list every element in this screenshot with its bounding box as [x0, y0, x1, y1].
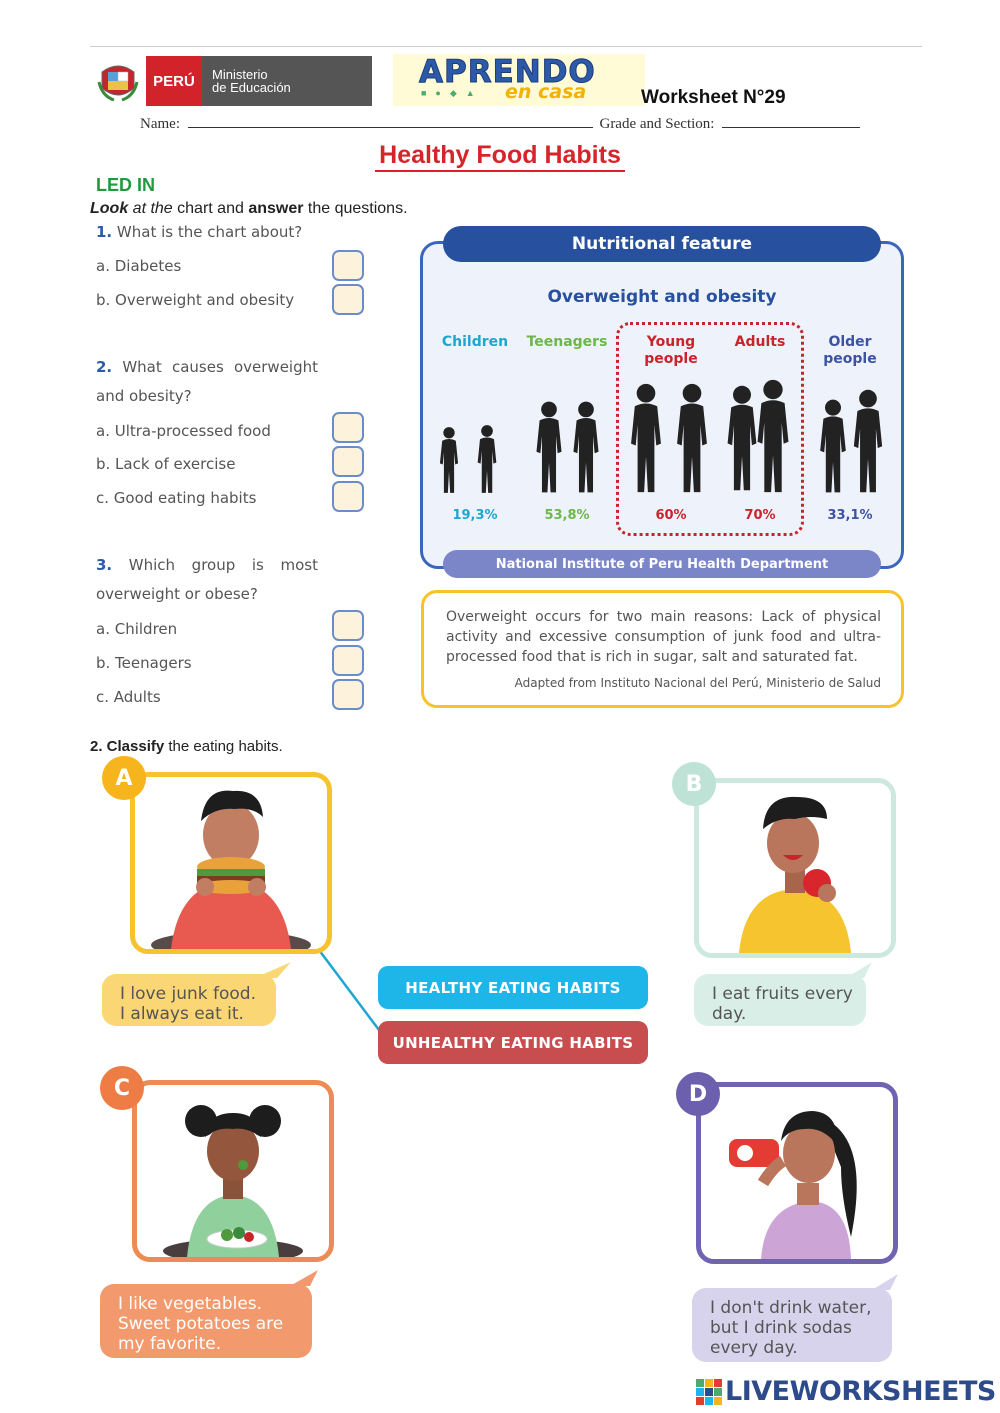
question-3: 3. Which group is most overweight or obe… [96, 556, 318, 603]
teen-silhouette-2 [573, 401, 599, 493]
value-teenagers: 53,8% [544, 508, 590, 523]
aprendo-word: APRENDO [419, 54, 596, 91]
ministry-line2: de Educación [212, 80, 291, 95]
q1-option-a-checkbox[interactable] [332, 250, 364, 281]
group-label-children: Children [441, 334, 509, 350]
aprendo-en-casa-logo: APRENDO ■●◆▲ en casa [393, 54, 645, 106]
grade-field[interactable] [722, 116, 861, 128]
girl-drinking-soda-icon [729, 1111, 857, 1259]
bubble-tail-a [255, 962, 291, 978]
liveworksheets-icon [696, 1378, 722, 1405]
q2-option-c: c. Good eating habits [96, 489, 257, 507]
teen-silhouette-1 [536, 401, 562, 493]
chart-subtitle: Overweight and obesity [547, 287, 777, 307]
ministry-line1: Ministerio [212, 67, 268, 82]
section-heading-led-in: LED IN [96, 175, 156, 195]
liveworksheets-logo: LIVEWORKSHEETS [696, 1376, 996, 1407]
young-silhouette-1 [631, 383, 661, 493]
q3-option-c: c. Adults [96, 688, 161, 706]
older-silhouette-1 [820, 399, 846, 493]
peru-label: PERÚ [146, 56, 202, 106]
grade-label: Grade and Section: [599, 116, 715, 132]
q2-option-c-checkbox[interactable] [332, 481, 364, 512]
child-silhouette-1 [439, 427, 459, 493]
name-label: Name: [140, 116, 180, 132]
liveworksheets-wordmark: LIVEWORKSHEETS [725, 1376, 996, 1407]
value-young-people: 60% [655, 508, 687, 523]
note-text: Overweight occurs for two main reasons: … [446, 609, 881, 665]
q2-option-b-checkbox[interactable] [332, 446, 364, 477]
boy-eating-burger-icon [151, 790, 311, 949]
note-source: Adapted from Instituto Nacional del Perú… [514, 676, 881, 690]
value-children: 19,3% [452, 508, 498, 523]
badge-d: D [676, 1072, 720, 1116]
adult-silhouette-1 [727, 385, 757, 491]
speech-bubble-a: I love junk food.I always eat it. [102, 974, 276, 1026]
q3-option-b-checkbox[interactable] [332, 645, 364, 676]
card-b-illustration [694, 778, 896, 958]
value-older-people: 33,1% [827, 508, 873, 523]
top-divider [90, 46, 922, 47]
instructions: Look at the chart and answer the questio… [90, 200, 408, 217]
card-a-illustration [130, 772, 332, 954]
badge-b: B [672, 762, 716, 806]
q3-option-a-checkbox[interactable] [332, 610, 364, 641]
q3-option-c-checkbox[interactable] [332, 679, 364, 710]
girl-eating-vegetables-icon [163, 1105, 303, 1257]
adult-silhouette-2 [757, 379, 789, 493]
card-c-illustration [132, 1080, 334, 1262]
bubble-tail-d [872, 1274, 898, 1290]
name-field[interactable] [187, 116, 593, 128]
logo-dots: ■●◆▲ [421, 88, 484, 98]
unhealthy-eating-habits-tag[interactable]: UNHEALTHY EATING HABITS [378, 1021, 648, 1064]
healthy-eating-habits-tag[interactable]: HEALTHY EATING HABITS [378, 966, 648, 1009]
page-title: Healthy Food Habits [0, 141, 1000, 172]
badge-a: A [102, 756, 146, 800]
peru-crest-icon [97, 65, 139, 102]
chart-note-box: Overweight occurs for two main reasons: … [421, 590, 904, 708]
q1-option-a: a. Diabetes [96, 257, 182, 275]
worksheet-number: Worksheet N°29 [641, 87, 786, 108]
child-silhouette-2 [477, 425, 497, 493]
value-adults: 70% [744, 508, 776, 523]
q2-option-b: b. Lack of exercise [96, 455, 236, 473]
ministry-label: Ministerio de Educación [202, 56, 372, 106]
nutritional-feature-banner: Nutritional feature [443, 226, 881, 262]
question-2: 2. What causes overweight and obesity? [96, 358, 318, 405]
group-label-teenagers: Teenagers [526, 334, 608, 350]
q1-option-b-checkbox[interactable] [332, 284, 364, 315]
older-silhouette-2 [853, 389, 883, 493]
badge-c: C [100, 1066, 144, 1110]
q3-option-b: b. Teenagers [96, 654, 192, 672]
question-1: 1. What is the chart about? [96, 223, 303, 241]
q3-option-a: a. Children [96, 620, 178, 638]
bubble-tail-c [290, 1270, 318, 1286]
connector-line [315, 945, 383, 1035]
highlight-dotted-box [616, 322, 804, 536]
group-label-adults: Adults [734, 334, 786, 350]
section-2-instructions: 2. Classify the eating habits. [90, 738, 283, 755]
bubble-tail-b [846, 962, 872, 978]
q2-option-a: a. Ultra-processed food [96, 422, 271, 440]
population-silhouettes [439, 379, 883, 493]
q1-option-b: b. Overweight and obesity [96, 291, 295, 309]
boy-eating-apple-icon [739, 796, 851, 953]
en-casa-word: en casa [505, 81, 587, 103]
young-silhouette-2 [677, 383, 707, 493]
chart-source-banner: National Institute of Peru Health Depart… [443, 550, 881, 578]
name-grade-line: Name: Grade and Section: [140, 116, 900, 133]
card-d-illustration [696, 1082, 898, 1264]
q2-option-a-checkbox[interactable] [332, 412, 364, 443]
